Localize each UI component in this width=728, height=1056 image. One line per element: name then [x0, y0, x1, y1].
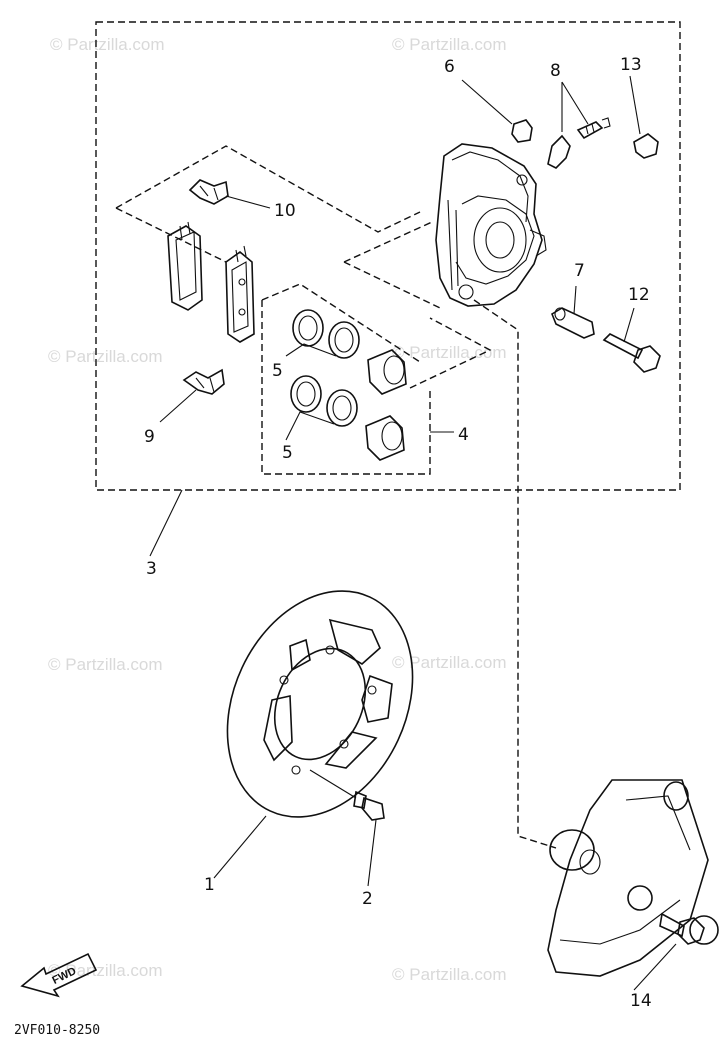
callout-10: 10 [274, 201, 296, 221]
brake-pad-front [167, 221, 203, 311]
pad-group-guide [115, 145, 421, 233]
watermark: © Partzilla.com [50, 35, 165, 54]
diagram-code: 2VF010-8250 [14, 1023, 100, 1038]
callouts: 1 2 3 4 5 5 6 7 8 9 10 12 13 14 [144, 55, 652, 1011]
watermark-layer: © Partzilla.com © Partzilla.com © Partzi… [48, 35, 507, 984]
fork-bolt [659, 912, 705, 945]
caliper-guide-line [343, 221, 441, 309]
seal-kit-boundary [261, 283, 431, 475]
bleed-cap [511, 119, 533, 143]
callout-12: 12 [628, 285, 650, 305]
callout-8: 8 [550, 61, 561, 81]
front-fork-leg [547, 779, 719, 977]
callout-1: 1 [204, 875, 215, 895]
pistons [365, 349, 407, 461]
callout-5-upper: 5 [272, 361, 283, 381]
brake-disc [226, 590, 414, 818]
watermark: © Partzilla.com [392, 35, 507, 54]
seal-kit-guide-line [409, 317, 492, 389]
cap-13 [633, 133, 659, 159]
watermark: © Partzilla.com [392, 653, 507, 672]
watermark: © Partzilla.com [48, 347, 163, 366]
callout-7: 7 [574, 261, 585, 281]
pad-spring-lower [182, 368, 225, 395]
disc-bolt [309, 769, 385, 821]
callout-5-lower: 5 [282, 443, 293, 463]
watermark: © Partzilla.com [392, 965, 507, 984]
mount-guide-line [473, 299, 557, 849]
watermark: © Partzilla.com [48, 655, 163, 674]
brake-pad-rear [225, 245, 255, 343]
caliper-assembly-boundary [95, 21, 681, 491]
callout-13: 13 [620, 55, 642, 75]
leader-lines [149, 75, 677, 991]
callout-6: 6 [444, 57, 455, 77]
piston-seals-lower [290, 375, 358, 427]
caliper-bolt [602, 333, 661, 373]
bleed-screw-assembly [547, 117, 611, 169]
callout-2: 2 [362, 889, 373, 909]
watermark: © Partzilla.com [48, 961, 163, 980]
piston-seals-upper [292, 309, 360, 359]
slide-pin [551, 307, 595, 339]
callout-9: 9 [144, 427, 155, 447]
pad-spring-upper [188, 179, 229, 205]
caliper-body [435, 143, 547, 307]
callout-14: 14 [630, 991, 652, 1011]
watermark: © Partzilla.com [392, 343, 507, 362]
callout-4: 4 [458, 425, 469, 445]
callout-3: 3 [146, 559, 157, 579]
